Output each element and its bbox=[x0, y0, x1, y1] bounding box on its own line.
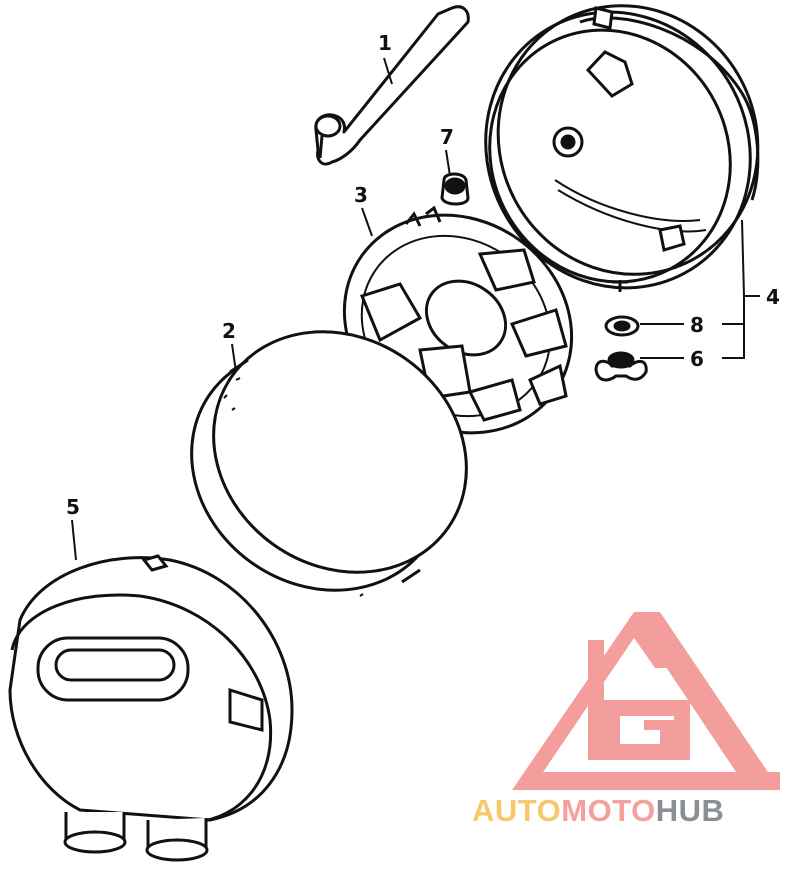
callout-5: 5 bbox=[66, 495, 80, 519]
part-4-air-cleaner-case bbox=[484, 4, 760, 292]
callout-4: 4 bbox=[766, 285, 780, 309]
callout-2: 2 bbox=[222, 319, 236, 343]
automotohub-logo bbox=[512, 612, 780, 790]
watermark-auto: AUTO bbox=[472, 793, 561, 828]
part-2-air-filter-element bbox=[190, 330, 468, 597]
part-8-washer bbox=[604, 315, 640, 337]
callout-1: 1 bbox=[378, 31, 392, 55]
watermark-text: AUTOMOTOHUB bbox=[472, 793, 724, 828]
callout-3: 3 bbox=[354, 183, 368, 207]
callout-7: 7 bbox=[440, 125, 454, 149]
part-6-wing-nut bbox=[594, 351, 648, 382]
callout-8: 8 bbox=[690, 313, 704, 337]
callout-6: 6 bbox=[690, 347, 704, 371]
part-7-nut bbox=[440, 172, 470, 206]
part-1-breather-tube bbox=[314, 5, 470, 166]
watermark-hub: HUB bbox=[656, 793, 725, 828]
watermark-moto: MOTO bbox=[561, 793, 655, 828]
callout-labels: 1 2 3 4 5 6 7 8 bbox=[66, 31, 780, 519]
leader-lines bbox=[71, 57, 760, 561]
part-5-air-cleaner-cover bbox=[8, 554, 294, 862]
